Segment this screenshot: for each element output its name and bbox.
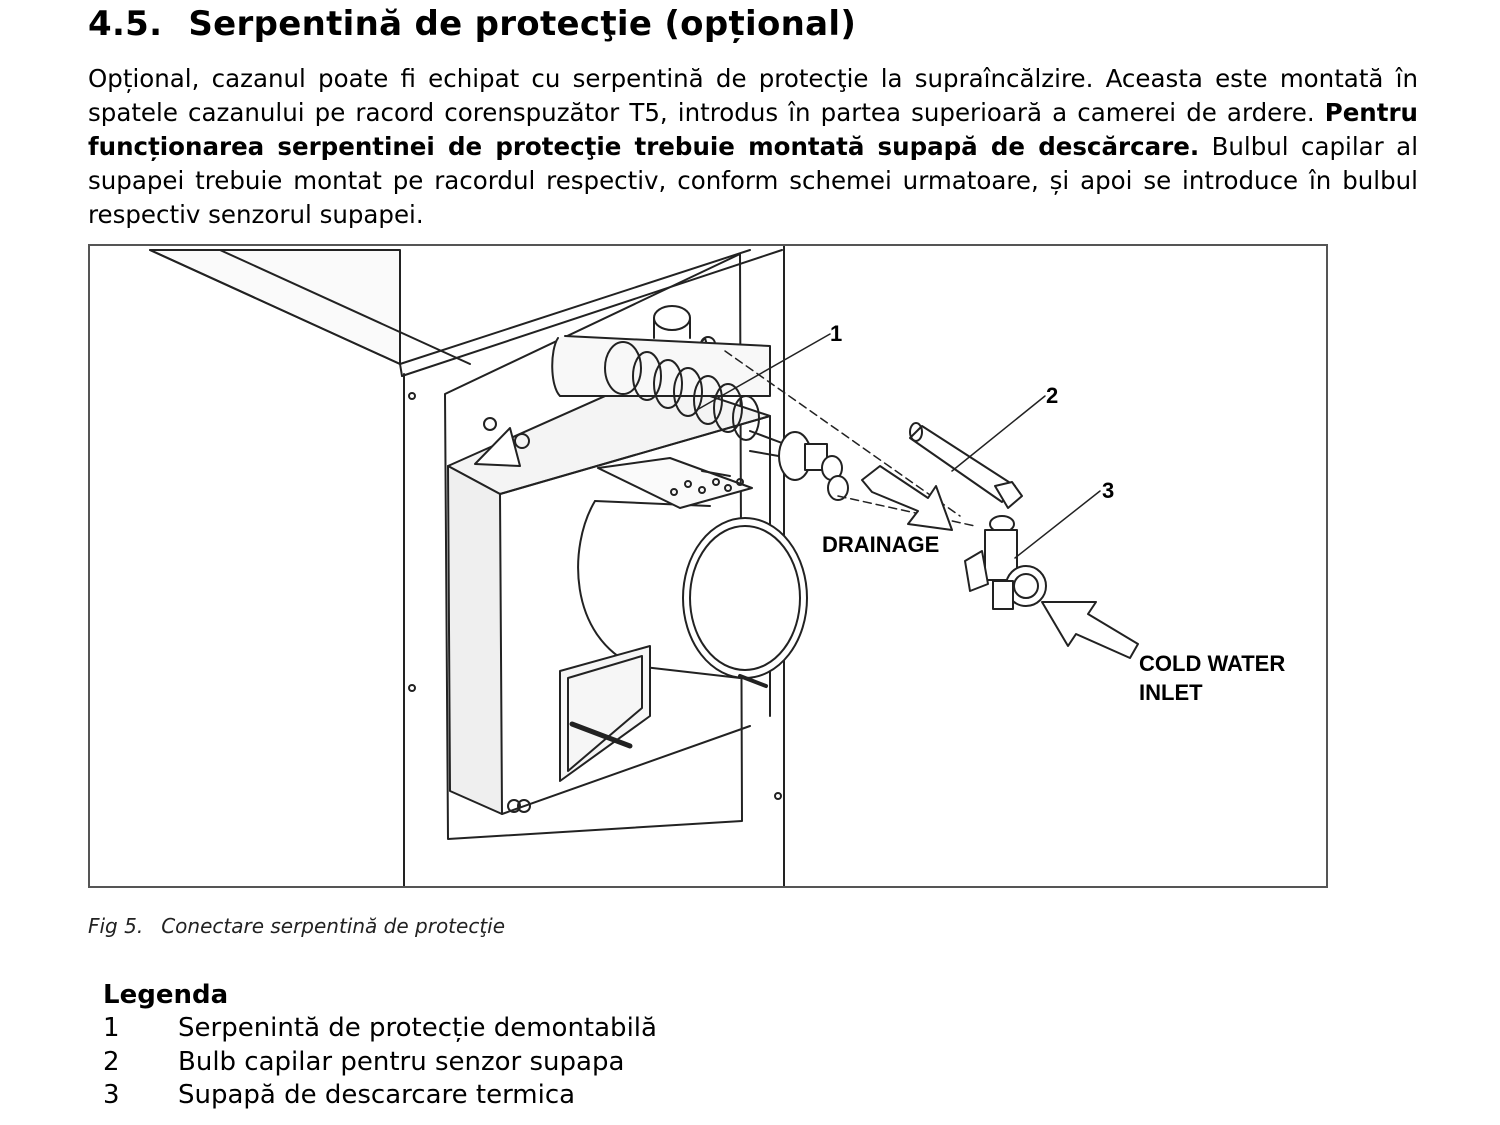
- legend-list: 1 Serpenintă de protecție demontabilă 2 …: [103, 1012, 657, 1113]
- legend-item-number: 3: [103, 1080, 120, 1110]
- legend-item-text: Bulb capilar pentru senzor supapa: [178, 1046, 625, 1077]
- figure-diagram: 1 2 3 DRAINAGE COLD WATER INLET: [88, 244, 1328, 888]
- callout-1: 1: [830, 321, 842, 346]
- arrows: [861, 465, 1139, 659]
- legend-item: 1 Serpenintă de protecție demontabilă: [103, 1012, 657, 1046]
- boiler-diagram-svg: 1 2 3 DRAINAGE COLD WATER INLET: [149, 246, 1285, 886]
- callout-3: 3: [1102, 478, 1114, 503]
- legend-item: 3 Supapă de descarcare termica: [103, 1079, 657, 1113]
- legend-item-number: 1: [103, 1013, 120, 1043]
- section-heading: 4.5. Serpentină de protecţie (opțional): [88, 4, 856, 44]
- figure-caption: Fig 5. Conectare serpentină de protecţie: [88, 914, 505, 938]
- caption-number: Fig 5.: [88, 914, 144, 938]
- legend-item-text: Serpenintă de protecție demontabilă: [178, 1013, 657, 1043]
- leader-lines: [694, 333, 1101, 559]
- section-number: 4.5.: [88, 4, 163, 44]
- paragraph-bold-text: Pentru funcționarea serpentinei de prote…: [88, 98, 1418, 161]
- drainage-label: DRAINAGE: [822, 532, 939, 557]
- paragraph-text-2: Bulbul capilar al supapei trebuie montat…: [88, 132, 1419, 229]
- combustion-chamber: [447, 375, 771, 815]
- caption-text: Conectare serpentină de protecţie: [161, 914, 506, 938]
- protection-coil: [551, 305, 849, 501]
- inlet-label-line1: COLD WATER: [1139, 651, 1285, 676]
- capillary-bulb: [909, 422, 1023, 509]
- legend-item: 2 Bulb capilar pentru senzor supapa: [103, 1046, 657, 1080]
- body-paragraph: Opțional, cazanul poate fi echipat cu se…: [88, 62, 1418, 232]
- burner-tube: [577, 457, 808, 679]
- cleaning-door: [559, 645, 768, 782]
- relief-valve: [964, 515, 1047, 610]
- dashed-connections: [724, 350, 976, 527]
- legend-title: Legenda: [103, 980, 229, 1010]
- boiler-casing: [149, 246, 785, 886]
- legend-item-text: Supapă de descarcare termica: [178, 1080, 576, 1110]
- legend-item-number: 2: [103, 1046, 120, 1077]
- paragraph-text-1: Opțional, cazanul poate fi echipat cu se…: [88, 64, 1418, 127]
- inlet-label-line2: INLET: [1139, 680, 1203, 705]
- callout-2: 2: [1046, 383, 1058, 408]
- section-title: Serpentină de protecţie (opțional): [188, 4, 857, 44]
